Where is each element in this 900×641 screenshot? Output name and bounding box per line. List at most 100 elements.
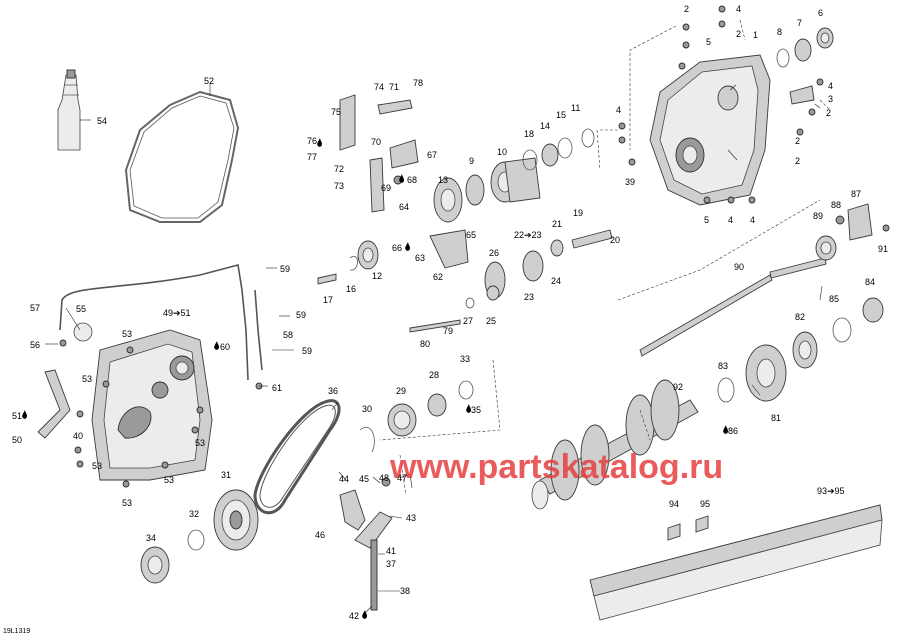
- bearing-34: [140, 529, 205, 584]
- callout-71: 71: [389, 82, 399, 92]
- chaincase-housing: [649, 54, 771, 206]
- callout-81: 81: [771, 413, 781, 423]
- alignment-lines: [379, 19, 831, 496]
- callout-21: 21: [552, 219, 562, 229]
- callout-85: 85: [829, 294, 839, 304]
- gear-cluster: [317, 128, 613, 333]
- callout-49-51: 49➔51: [163, 308, 191, 318]
- callout-4: 4: [736, 4, 741, 14]
- seal-52: [124, 90, 240, 223]
- callout-22-23: 22➔23: [514, 230, 542, 240]
- rings-28-33: [359, 380, 474, 453]
- callout-8: 8: [777, 27, 782, 37]
- callout-3: 3: [828, 94, 833, 104]
- callout-2: 2: [795, 156, 800, 166]
- callout-64: 64: [399, 202, 409, 212]
- callout-62: 62: [433, 272, 443, 282]
- callout-95: 95: [700, 499, 710, 509]
- callout-46: 46: [315, 530, 325, 540]
- cover-assembly: [91, 329, 213, 481]
- dipstick-50: [37, 369, 71, 439]
- callout-36: 36: [328, 386, 338, 396]
- callout-58: 58: [283, 330, 293, 340]
- callout-32: 32: [189, 509, 199, 519]
- callout-10: 10: [497, 147, 507, 157]
- callout-80: 80: [420, 339, 430, 349]
- diagram-code: 19L1319: [3, 628, 30, 635]
- callout-77: 77: [307, 152, 317, 162]
- callout-9: 9: [469, 156, 474, 166]
- callout-37: 37: [386, 559, 396, 569]
- callout-53: 53: [195, 438, 205, 448]
- callout-59: 59: [296, 310, 306, 320]
- oil-drop-icon: [405, 242, 410, 251]
- small-bolts-left: [59, 339, 263, 488]
- callout-30: 30: [362, 404, 372, 414]
- callout-5: 5: [706, 37, 711, 47]
- callout-2: 2: [684, 4, 689, 14]
- callout-67: 67: [427, 150, 437, 160]
- callout-47: 47: [397, 473, 407, 483]
- callout-2: 2: [826, 108, 831, 118]
- callout-73: 73: [334, 181, 344, 191]
- callout-4: 4: [728, 215, 733, 225]
- callout-12: 12: [372, 271, 382, 281]
- callout-2: 2: [736, 29, 741, 39]
- callout-20: 20: [610, 235, 620, 245]
- callout-6: 6: [818, 8, 823, 18]
- drive-axle-92: [531, 379, 699, 510]
- chain-36: [253, 399, 341, 514]
- callout-39: 39: [625, 177, 635, 187]
- callout-75: 75: [331, 107, 341, 117]
- callout-88: 88: [831, 200, 841, 210]
- callout-53: 53: [122, 329, 132, 339]
- track-clips: [589, 504, 883, 621]
- callout-33: 33: [460, 354, 470, 364]
- sprocket-31: [213, 489, 259, 551]
- callout-26: 26: [489, 248, 499, 258]
- callout-53: 53: [82, 374, 92, 384]
- callout-53: 53: [92, 461, 102, 471]
- callout-90: 90: [734, 262, 744, 272]
- oil-bottle: [57, 69, 81, 151]
- callout-52: 52: [204, 76, 214, 86]
- callout-60: 60: [220, 342, 230, 352]
- callout-13: 13: [438, 175, 448, 185]
- callout-66: 66: [392, 243, 402, 253]
- shift-fork-assembly: [339, 94, 419, 213]
- callout-14: 14: [540, 121, 550, 131]
- callout-35: 35: [471, 405, 481, 415]
- callout-18: 18: [524, 129, 534, 139]
- callout-2: 2: [795, 136, 800, 146]
- callout-84: 84: [865, 277, 875, 287]
- callout-44: 44: [339, 474, 349, 484]
- callout-24: 24: [551, 276, 561, 286]
- callout-92: 92: [673, 382, 683, 392]
- callout-50: 50: [12, 435, 22, 445]
- callout-labels: 1 2 2 2 2 2 3 4 4 4 4 4 5 5 6 7 8 9 10 1…: [12, 4, 888, 621]
- tensioner-arm: [339, 473, 413, 611]
- callout-48: 48: [379, 473, 389, 483]
- callout-57: 57: [30, 303, 40, 313]
- callout-65: 65: [466, 230, 476, 240]
- callout-38: 38: [400, 586, 410, 596]
- callout-29: 29: [396, 386, 406, 396]
- callout-53: 53: [122, 498, 132, 508]
- callout-23: 23: [524, 292, 534, 302]
- callout-63: 63: [415, 253, 425, 263]
- callout-83: 83: [718, 361, 728, 371]
- callout-1: 1: [753, 30, 758, 40]
- callout-11: 11: [571, 103, 580, 113]
- callout-54: 54: [97, 116, 107, 126]
- oil-drop-icon: [723, 425, 728, 434]
- callout-87: 87: [851, 189, 861, 199]
- callout-68: 68: [407, 175, 417, 185]
- oil-drop-icon: [362, 610, 367, 619]
- callout-59: 59: [280, 264, 290, 274]
- callout-41: 41: [386, 546, 396, 556]
- oil-drop-icon: [214, 341, 219, 350]
- callout-53: 53: [164, 475, 174, 485]
- callout-72: 72: [334, 164, 344, 174]
- callout-93-95: 93➔95: [817, 486, 845, 496]
